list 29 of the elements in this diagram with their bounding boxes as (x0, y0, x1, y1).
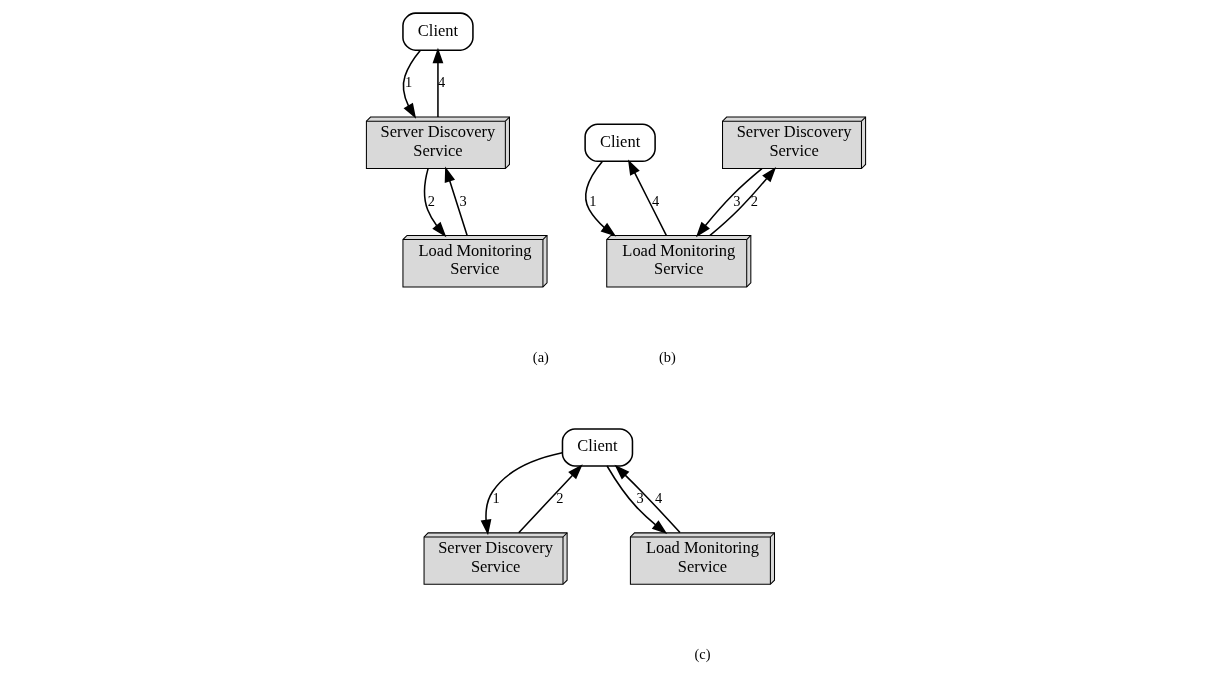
arrow (708, 166, 776, 236)
node-box: Client (561, 427, 633, 467)
node-box: Client (401, 11, 474, 51)
node-box: Client (583, 123, 656, 162)
edge-label: 2 (555, 489, 564, 506)
arrow (584, 160, 616, 237)
edge-label: 4 (651, 192, 659, 209)
arrow (627, 158, 667, 236)
arrow (614, 464, 681, 533)
edge-label: 3 (636, 489, 644, 506)
edge-label: 3 (459, 192, 467, 209)
label: (c) (693, 645, 710, 662)
arrow (605, 464, 667, 534)
edge-label: 4 (654, 489, 662, 506)
edge-label: 2 (427, 192, 435, 209)
arrow (695, 167, 763, 237)
arrow (517, 463, 583, 534)
edge-label: 3 (732, 192, 741, 209)
arrow (444, 166, 468, 236)
edge-label: 1 (404, 73, 412, 90)
arrow (432, 47, 443, 118)
label: (b) (658, 348, 676, 365)
label: (a) (532, 348, 549, 365)
arrow (480, 451, 563, 535)
edge-label: 1 (588, 192, 596, 209)
edge-label: 2 (750, 192, 758, 209)
arrow (402, 49, 421, 119)
arrow (423, 167, 446, 237)
edge-label: 1 (491, 489, 500, 506)
